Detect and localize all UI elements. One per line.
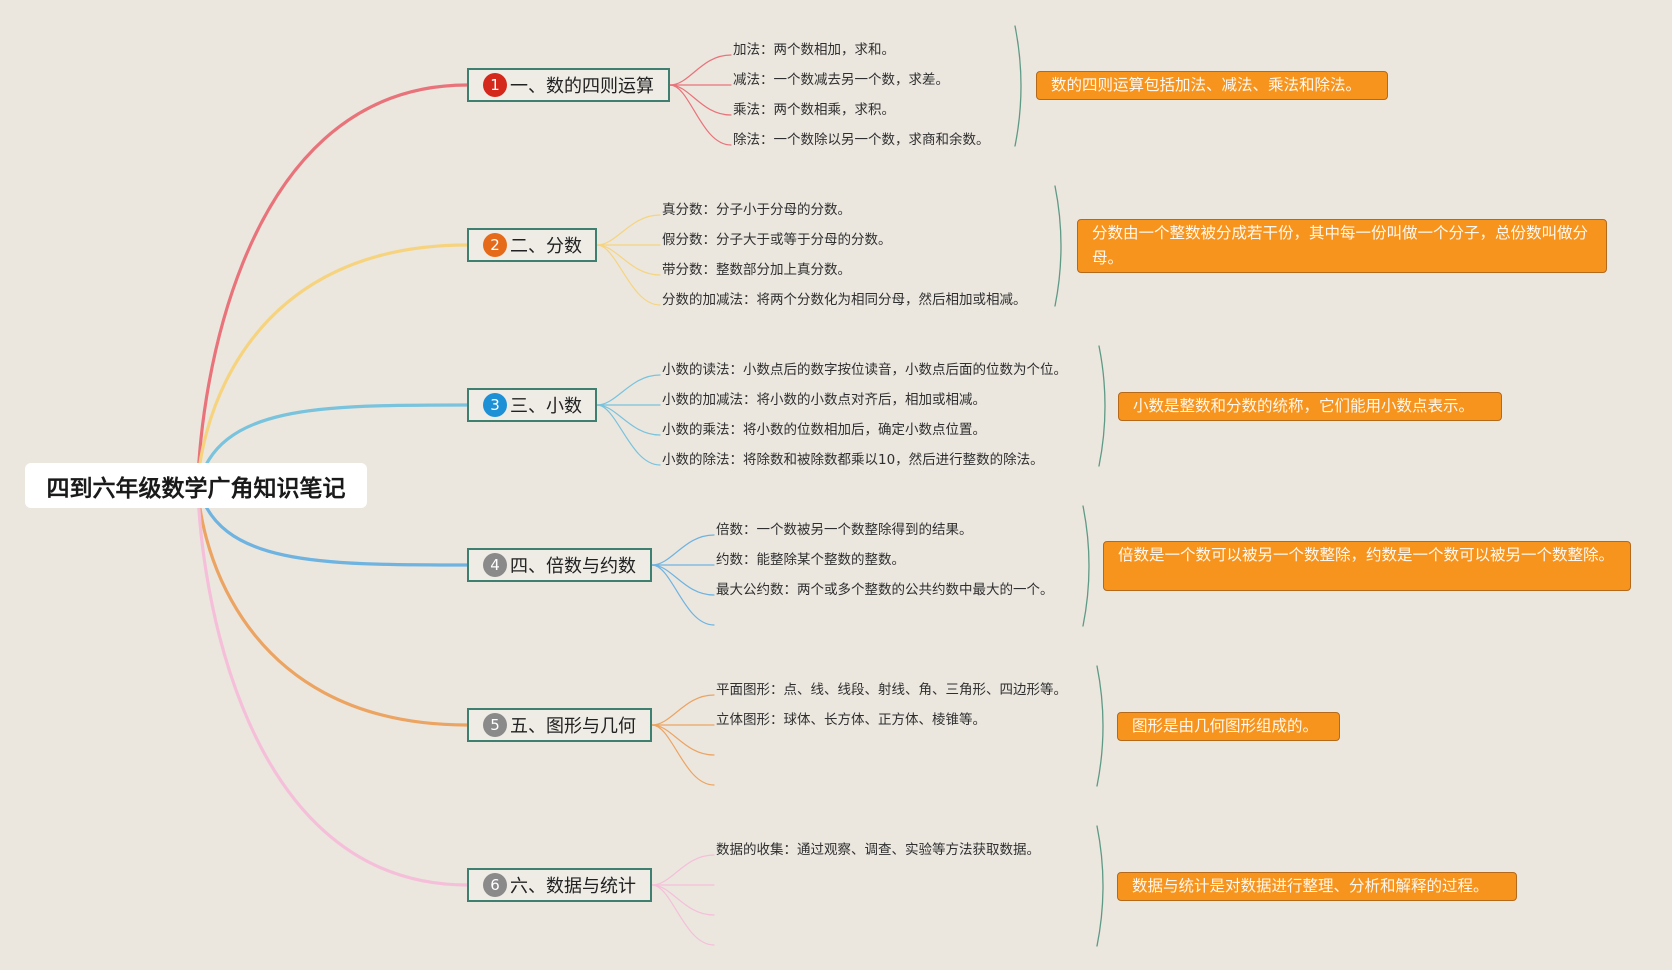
leaf-item[interactable]: 小数的读法：小数点后的数字按位读音，小数点后面的位数为个位。 [662, 362, 1067, 378]
leaf-connector [651, 564, 715, 626]
root-topic[interactable]: 四到六年级数学广角知识笔记 [25, 463, 367, 508]
leaf-item[interactable]: 小数的除法：将除数和被除数都乘以10，然后进行整数的除法。 [662, 452, 1044, 468]
leaf-connector [669, 84, 732, 146]
branch-label: 三、小数 [510, 396, 582, 417]
branch-label: 一、数的四则运算 [510, 76, 654, 97]
branch-connector-2 [196, 243, 469, 488]
leaf-item[interactable]: 假分数：分子大于或等于分母的分数。 [662, 232, 892, 248]
leaf-connector [651, 854, 715, 886]
summary-bracket [1098, 345, 1106, 467]
leaf-connector [651, 884, 715, 946]
leaf-item[interactable]: 乘法：两个数相乘，求积。 [733, 102, 895, 118]
leaf-item[interactable]: 除法：一个数除以另一个数，求商和余数。 [733, 132, 990, 148]
summary-box-6[interactable]: 数据与统计是对数据进行整理、分析和解释的过程。 [1117, 872, 1517, 901]
summary-box-5[interactable]: 图形是由几何图形组成的。 [1117, 712, 1340, 741]
number-badge-icon: 1 [483, 73, 507, 97]
leaf-connector [596, 244, 661, 306]
leaf-connector [651, 694, 715, 726]
branch-label: 四、倍数与约数 [510, 556, 636, 577]
leaf-connector [596, 404, 661, 436]
leaf-item[interactable]: 加法：两个数相加，求和。 [733, 42, 895, 58]
summary-bracket [1096, 825, 1104, 947]
leaf-connector [651, 724, 715, 786]
leaf-item[interactable]: 带分数：整数部分加上真分数。 [662, 262, 851, 278]
number-badge-icon: 3 [483, 393, 507, 417]
branch-connector-3 [196, 403, 469, 488]
summary-bracket [1054, 185, 1062, 307]
leaf-connector [651, 564, 715, 596]
branch-label: 二、分数 [510, 236, 582, 257]
summary-box-4[interactable]: 倍数是一个数可以被另一个数整除，约数是一个数可以被另一个数整除。 [1103, 541, 1631, 591]
branch-connector-4 [196, 484, 469, 567]
number-badge-icon: 5 [483, 713, 507, 737]
branch-connector-5 [196, 484, 469, 727]
summary-box-2[interactable]: 分数由一个整数被分成若干份，其中每一份叫做一个分子，总份数叫做分母。 [1077, 219, 1607, 273]
leaf-item[interactable]: 小数的乘法：将小数的位数相加后，确定小数点位置。 [662, 422, 986, 438]
summary-bracket [1082, 505, 1090, 627]
leaf-connector [596, 214, 661, 246]
number-badge-icon: 2 [483, 233, 507, 257]
leaf-connector [596, 404, 661, 466]
leaf-connector [596, 244, 661, 276]
number-badge-icon: 6 [483, 873, 507, 897]
leaf-item[interactable]: 小数的加减法：将小数的小数点对齐后，相加或相减。 [662, 392, 986, 408]
leaf-connector [669, 84, 732, 116]
branch-label: 六、数据与统计 [510, 876, 636, 897]
branch-label: 五、图形与几何 [510, 716, 636, 737]
leaf-connector [651, 534, 715, 566]
leaf-connector [651, 724, 715, 756]
leaf-item[interactable]: 立体图形：球体、长方体、正方体、棱锥等。 [716, 712, 986, 728]
number-badge-icon: 4 [483, 553, 507, 577]
leaf-item[interactable]: 最大公约数：两个或多个整数的公共约数中最大的一个。 [716, 582, 1054, 598]
leaf-item[interactable]: 约数：能整除某个整数的整数。 [716, 552, 905, 568]
leaf-item[interactable]: 分数的加减法：将两个分数化为相同分母，然后相加或相减。 [662, 292, 1027, 308]
summary-bracket [1096, 665, 1104, 787]
summary-bracket [1014, 25, 1022, 147]
leaf-connector [669, 54, 732, 86]
summary-box-3[interactable]: 小数是整数和分数的统称，它们能用小数点表示。 [1118, 392, 1502, 421]
leaf-item[interactable]: 真分数：分子小于分母的分数。 [662, 202, 851, 218]
leaf-connector [651, 884, 715, 916]
branch-connector-1 [196, 83, 469, 488]
leaf-item[interactable]: 平面图形：点、线、线段、射线、角、三角形、四边形等。 [716, 682, 1067, 698]
leaf-connector [596, 374, 661, 406]
summary-box-1[interactable]: 数的四则运算包括加法、减法、乘法和除法。 [1036, 71, 1388, 100]
leaf-item[interactable]: 减法：一个数减去另一个数，求差。 [733, 72, 949, 88]
leaf-item[interactable]: 倍数：一个数被另一个数整除得到的结果。 [716, 522, 973, 538]
leaf-item[interactable]: 数据的收集：通过观察、调查、实验等方法获取数据。 [716, 842, 1040, 858]
branch-connector-6 [196, 484, 469, 887]
